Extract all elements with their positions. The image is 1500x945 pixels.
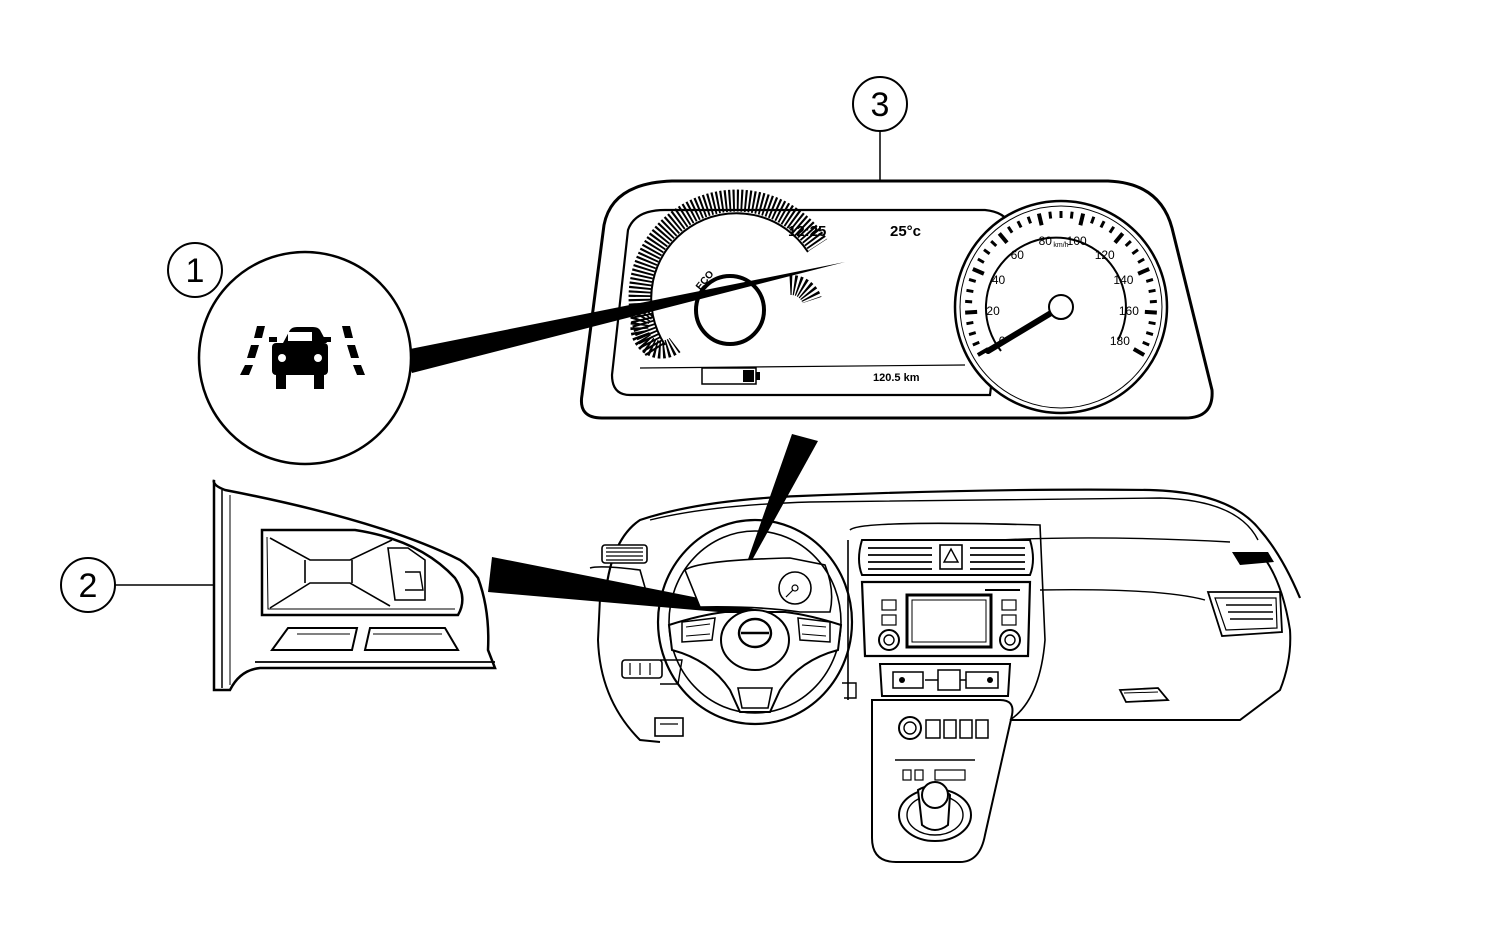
speedometer-tick bbox=[966, 320, 974, 326]
speedometer-tick bbox=[990, 240, 998, 248]
speedometer-tick bbox=[968, 331, 977, 336]
speedometer-label: 180 bbox=[1110, 334, 1130, 348]
range-readout: 120.5 km bbox=[873, 372, 920, 384]
speedometer-label: 100 bbox=[1067, 234, 1087, 248]
speedometer-tick bbox=[1036, 213, 1044, 226]
lane-departure-warning-icon bbox=[240, 326, 365, 389]
speedometer-tick bbox=[997, 232, 1009, 244]
speedometer-tick bbox=[972, 340, 980, 347]
speedometer-tick bbox=[965, 309, 978, 315]
speedometer-tick bbox=[1048, 211, 1053, 219]
speedometer-label: 160 bbox=[1119, 304, 1139, 318]
speedometer: 020406080100120140160180 km/h bbox=[953, 199, 1169, 415]
speedometer-tick bbox=[1148, 288, 1156, 294]
speed-needle bbox=[985, 304, 1064, 354]
speedometer-tick bbox=[1099, 220, 1106, 229]
battery-gauge bbox=[701, 367, 760, 385]
speedometer-label: 140 bbox=[1113, 273, 1133, 287]
speedometer-label: 60 bbox=[1011, 248, 1025, 262]
speedometer-tick bbox=[1137, 257, 1145, 264]
callout-3-number: 3 bbox=[871, 86, 890, 124]
speedometer-tick bbox=[1078, 213, 1086, 226]
steering-wheel bbox=[656, 518, 857, 726]
temperature-readout: 25°c bbox=[890, 223, 921, 240]
speedometer-tick bbox=[1148, 320, 1156, 326]
speedometer-label: 40 bbox=[992, 273, 1006, 287]
speedometer-tick bbox=[983, 248, 991, 256]
speedometer-label: 20 bbox=[986, 304, 1000, 318]
speedometer-tick bbox=[1145, 331, 1154, 336]
speedometer-tick bbox=[1144, 309, 1157, 315]
speedometer-tick bbox=[966, 288, 974, 294]
speedometer-tick bbox=[1145, 278, 1154, 283]
speedometer-tick bbox=[1006, 225, 1014, 234]
steering-switch-closeup bbox=[212, 479, 497, 692]
dashboard-overview bbox=[589, 488, 1302, 863]
callout-1: 1 bbox=[167, 242, 845, 466]
speed-unit-label: km/h bbox=[1053, 242, 1068, 249]
speedometer-tick bbox=[1026, 216, 1032, 224]
clock-readout: 12:25 bbox=[788, 223, 826, 240]
speedometer-tick bbox=[1016, 220, 1023, 229]
callout-2: 2 bbox=[60, 479, 810, 692]
speedometer-label: 120 bbox=[1095, 248, 1115, 262]
callout-1-number: 1 bbox=[186, 252, 205, 290]
speedometer-tick bbox=[1069, 211, 1074, 219]
speedometer-tick bbox=[972, 267, 985, 276]
speedometer-label: 80 bbox=[1039, 234, 1053, 248]
speedometer-tick bbox=[1132, 347, 1146, 357]
speedometer-tick bbox=[1113, 232, 1125, 244]
speedometer-tick bbox=[977, 257, 985, 264]
speedometer-tick bbox=[1090, 216, 1096, 224]
speedometer-tick bbox=[1124, 240, 1132, 248]
speedometer-tick bbox=[1142, 340, 1150, 347]
speedometer-tick bbox=[1108, 225, 1116, 234]
speedometer-tick bbox=[1137, 267, 1150, 276]
speedometer-tick bbox=[968, 278, 977, 283]
speedometer-tick bbox=[1131, 248, 1139, 256]
callout-2-number: 2 bbox=[79, 567, 98, 605]
